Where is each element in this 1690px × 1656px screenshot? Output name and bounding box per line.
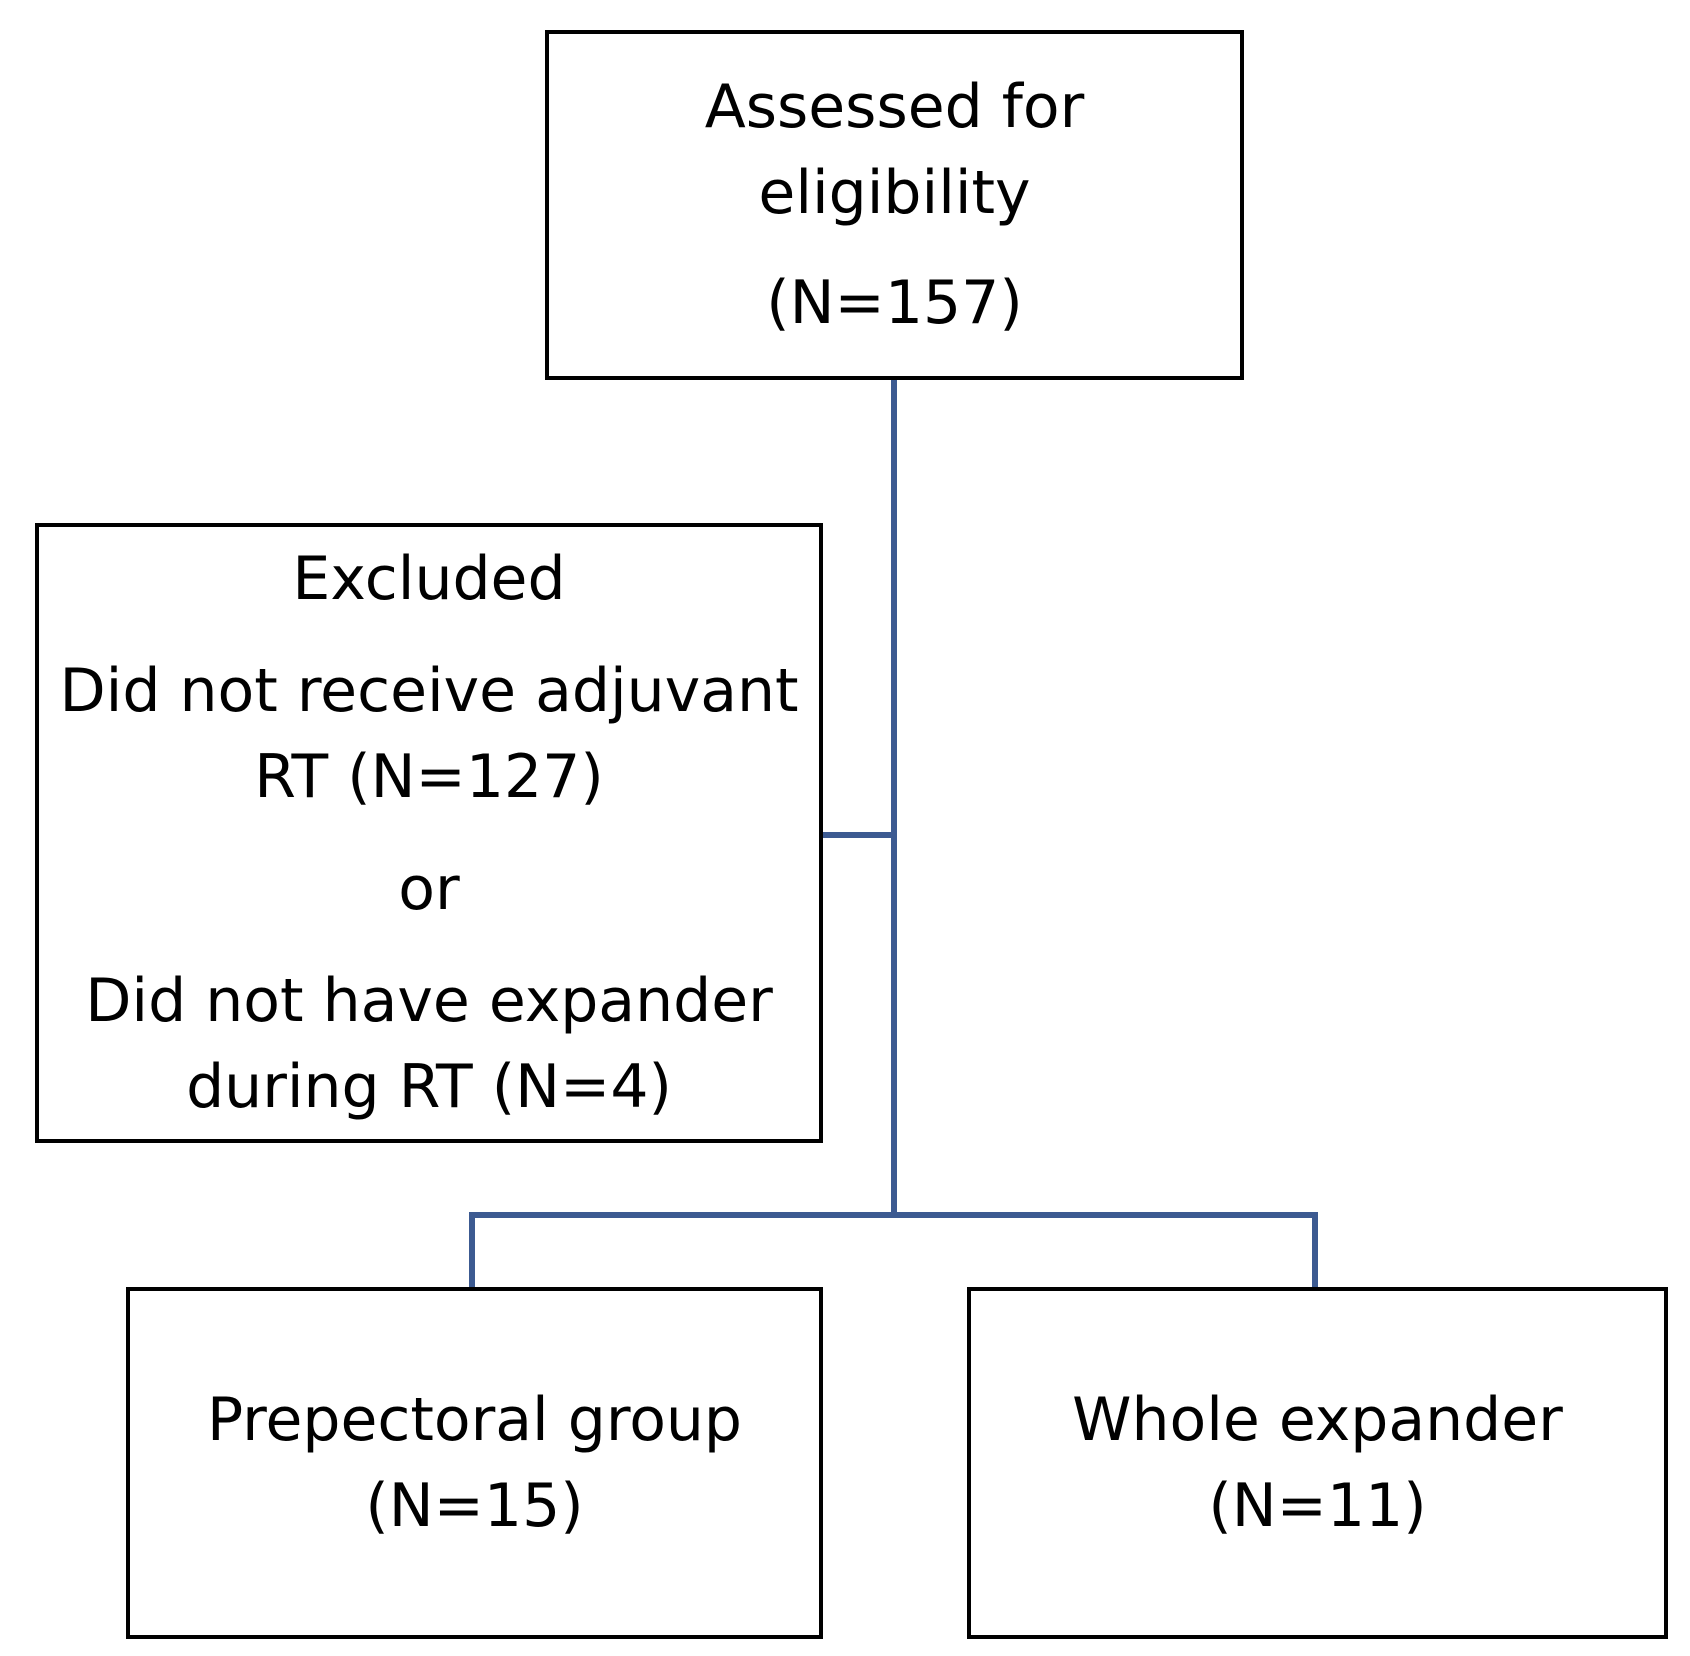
- excluded-heading: Excluded: [292, 544, 566, 614]
- prepectoral-label: Prepectoral group: [206, 1385, 743, 1455]
- whole-expander-box: Whole expander (N=11): [967, 1287, 1668, 1639]
- excluded-reason-1-line-2: RT (N=127): [254, 742, 604, 812]
- prepectoral-box: Prepectoral group (N=15): [126, 1287, 823, 1639]
- prepectoral-count: (N=15): [365, 1471, 584, 1541]
- whole-expander-label: Whole expander: [1072, 1385, 1563, 1455]
- whole-expander-count: (N=11): [1208, 1471, 1427, 1541]
- assessed-line-1: Assessed for: [704, 72, 1085, 142]
- excluded-reason-1-line-1: Did not receive adjuvant: [59, 656, 799, 726]
- assessed-box: Assessed for eligibility (N=157): [545, 30, 1244, 380]
- excluded-box: Excluded Did not receive adjuvant RT (N=…: [35, 523, 823, 1143]
- excluded-reason-2-line-2: during RT (N=4): [186, 1052, 672, 1122]
- excluded-reason-2-line-1: Did not have expander: [85, 966, 773, 1036]
- excluded-separator: or: [398, 854, 460, 924]
- assessed-line-2: eligibility: [758, 158, 1031, 228]
- assessed-count: (N=157): [766, 268, 1023, 338]
